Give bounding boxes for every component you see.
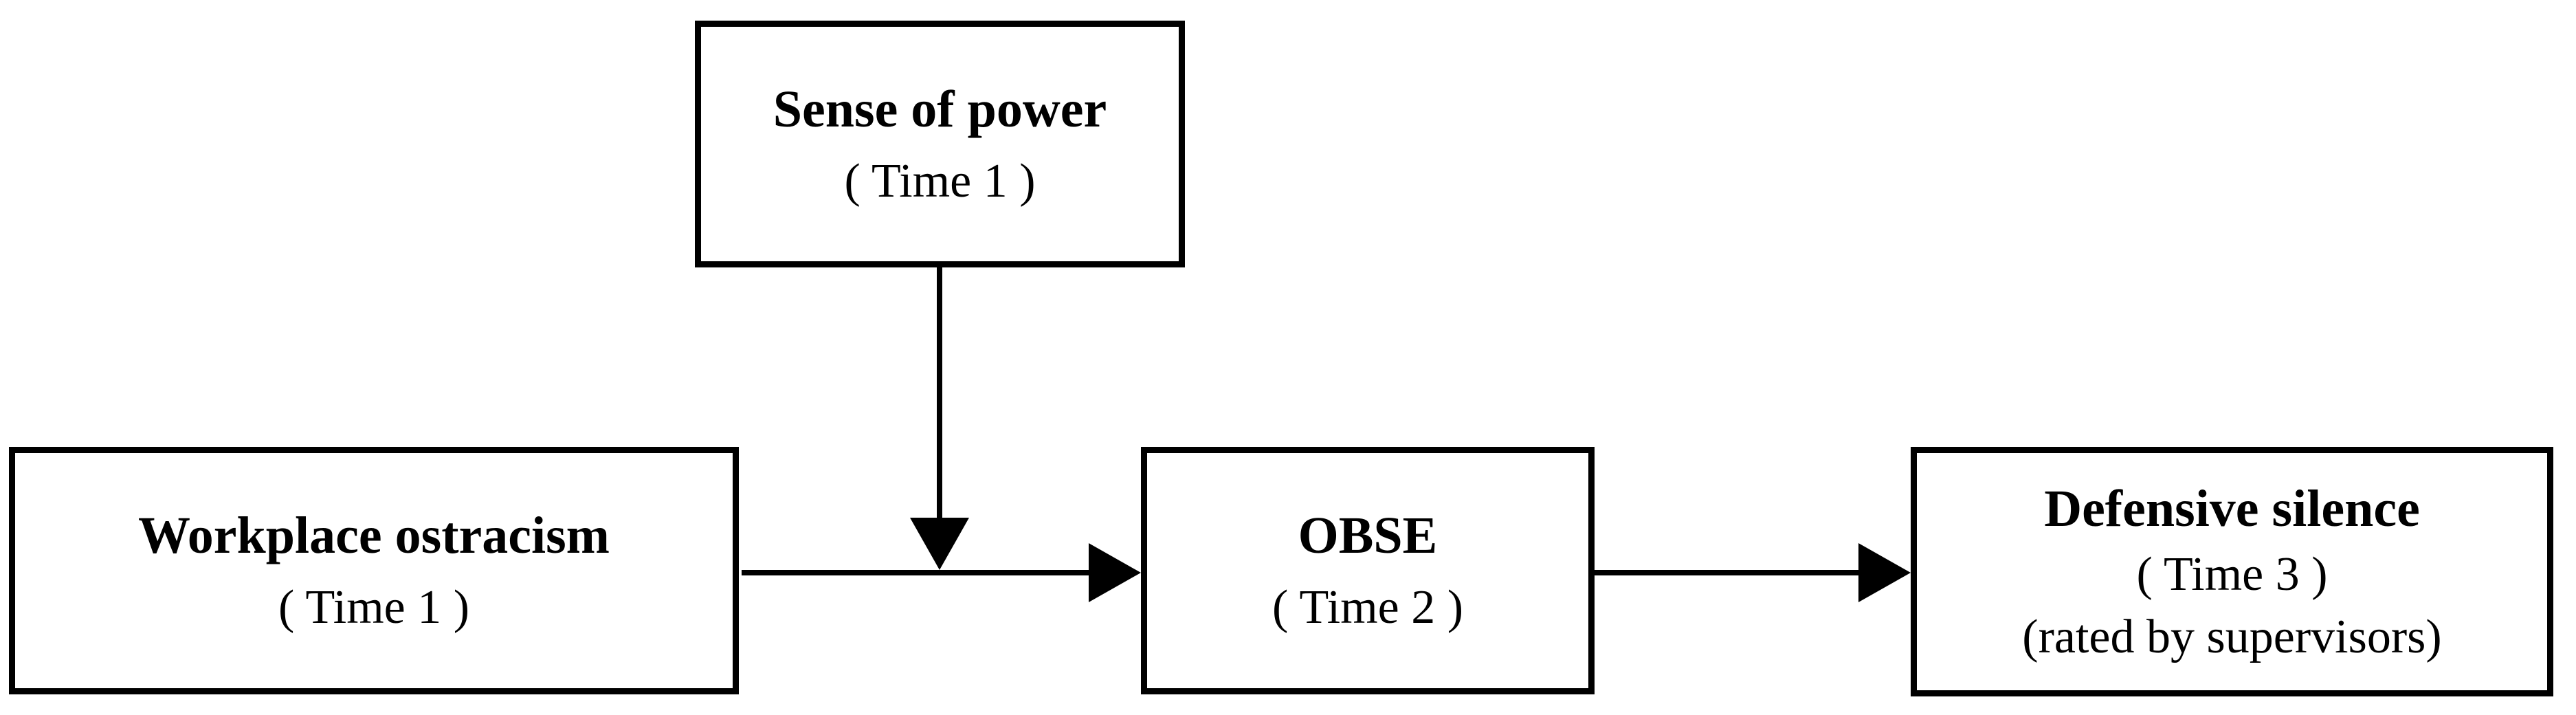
node-obse: OBSE ( Time 2 ) <box>1141 447 1595 694</box>
edge-moderator-to-mediation-path <box>910 267 969 570</box>
arrowhead-down-icon <box>910 518 969 570</box>
edge-mediator-to-outcome <box>1593 543 1911 602</box>
node-title: Defensive silence <box>2044 480 2420 538</box>
node-time-label: ( Time 1 ) <box>278 581 470 635</box>
node-defensive-silence: Defensive silence ( Time 3 ) (rated by s… <box>1911 447 2553 696</box>
arrowhead-right-icon <box>1858 543 1911 602</box>
node-title: Sense of power <box>773 80 1107 138</box>
node-title: Workplace ostracism <box>137 507 610 565</box>
node-time-label: ( Time 1 ) <box>844 154 1036 208</box>
node-rater-note: (rated by supervisors) <box>2022 610 2442 663</box>
node-time-label: ( Time 3 ) <box>2136 547 2328 601</box>
node-time-label: ( Time 2 ) <box>1272 581 1464 635</box>
edge-predictor-to-mediator <box>742 543 1141 602</box>
node-title: OBSE <box>1298 507 1438 565</box>
node-sense-of-power: Sense of power ( Time 1 ) <box>695 21 1185 267</box>
arrowhead-right-icon <box>1089 543 1141 602</box>
node-workplace-ostracism: Workplace ostracism ( Time 1 ) <box>9 447 739 694</box>
